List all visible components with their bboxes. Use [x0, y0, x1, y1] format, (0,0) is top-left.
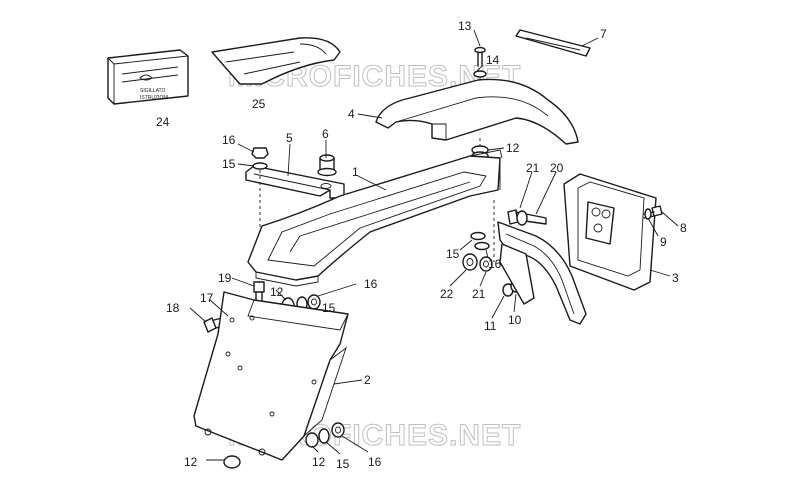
callout-14: 14 [486, 53, 500, 67]
callout-16-bottom: 16 [368, 455, 382, 469]
callout-9: 9 [660, 235, 667, 249]
callout-11: 11 [484, 319, 497, 333]
part-16-nut-mid [474, 241, 490, 251]
part-24-kit-box: SIGILLATO ISTRUZIONI [107, 49, 189, 105]
callout-15-mid-left: 15 [322, 301, 336, 315]
callout-20: 20 [550, 161, 564, 175]
part-3-plate-support [563, 173, 657, 291]
part-12-washer-bottom-right [305, 432, 319, 448]
callout-10: 10 [508, 313, 522, 327]
callout-12-mid-left: 12 [270, 285, 284, 299]
callout-8: 8 [680, 221, 687, 235]
callout-7: 7 [600, 27, 607, 41]
part-20-bolt [516, 210, 528, 226]
callout-5: 5 [286, 131, 293, 145]
callout-24: 24 [156, 115, 170, 129]
callout-13: 13 [458, 19, 472, 33]
part-19-screw [253, 281, 265, 301]
callout-4: 4 [348, 107, 355, 121]
callout-18: 18 [166, 301, 180, 315]
callout-6: 6 [322, 127, 329, 141]
callout-15-mid: 15 [446, 247, 460, 261]
part-16-nut-mid-left [307, 294, 321, 310]
leader-lines [189, 29, 679, 461]
kit-label-line-2: ISTRUZIONI [140, 95, 168, 101]
callout-17: 17 [200, 291, 214, 305]
part-25-pouch [211, 37, 341, 85]
callout-16-mid-left: 16 [364, 277, 378, 291]
part-5-bracket [245, 165, 345, 199]
part-13-screw [474, 46, 486, 67]
callout-16-mid: 16 [488, 257, 502, 271]
part-1-frame [247, 149, 503, 287]
callout-3: 3 [672, 271, 679, 285]
callout-19: 19 [218, 271, 232, 285]
part-9-washer [644, 208, 652, 220]
part-12-washer-bottom-left [223, 455, 241, 469]
part-4-rear-cover [375, 78, 579, 145]
callout-21-upper: 21 [526, 161, 540, 175]
plate-holder-arm [497, 221, 587, 325]
callout-2: 2 [364, 373, 371, 387]
callout-12-bottom-left: 12 [184, 455, 198, 469]
callout-21-lower: 21 [472, 287, 486, 301]
part-6-grommet [317, 154, 337, 177]
callout-1: 1 [352, 165, 359, 179]
part-21-nut-lower [479, 256, 493, 272]
part-16-nut-upper-left [251, 147, 269, 159]
callout-12-bottom-right: 12 [312, 455, 326, 469]
callout-22: 22 [440, 287, 454, 301]
callout-25: 25 [252, 97, 266, 111]
callout-15-upper-left: 15 [222, 157, 236, 171]
part-16-nut-bottom [331, 422, 345, 438]
callout-15-bottom: 15 [336, 457, 350, 471]
kit-label-line-1: SIGILLATO [140, 88, 165, 94]
callout-12-upper: 12 [506, 141, 520, 155]
part-15-washer-bottom [318, 428, 330, 444]
part-7-reflector-strip [515, 29, 591, 57]
part-22-nut [462, 253, 478, 271]
part-15-washer-mid [470, 231, 486, 241]
callouts: 13 14 7 4 12 24 25 5 6 16 15 1 21 20 8 9… [156, 19, 687, 471]
callout-16-upper-left: 16 [222, 133, 236, 147]
part-15-washer-upper-left [252, 162, 268, 170]
